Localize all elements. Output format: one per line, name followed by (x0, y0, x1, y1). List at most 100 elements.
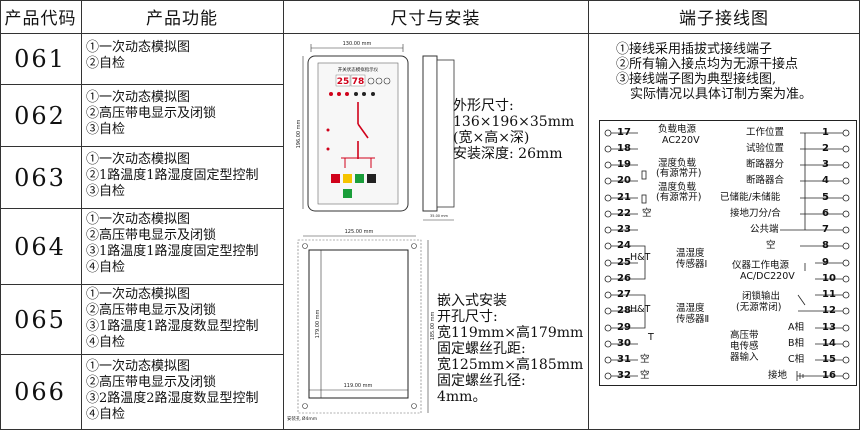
header-function: 产品功能 (81, 0, 283, 34)
function-item: ③1路温度1路湿度数显型控制 (86, 319, 259, 334)
terminal-number-25: 25 (617, 257, 631, 268)
right-terminal-markers (780, 129, 850, 380)
screw-hole (302, 243, 308, 249)
ground-icon (796, 371, 815, 381)
label-hnt: H&T (630, 252, 651, 263)
function-item: ②高压带电显示及闭锁 (86, 303, 217, 318)
humidity-load-symbol (641, 170, 647, 180)
product-functions: ①一次动态模拟图 ②1路温度1路湿度固定型控制 ③自检 (86, 152, 282, 200)
display-humidity: 78 (352, 77, 365, 87)
label-sensor1-name: 传感器Ⅰ (676, 259, 708, 270)
terminal-number-14: 14 (822, 338, 836, 349)
label-sensor1: 温湿度 (676, 248, 705, 259)
product-functions: ①一次动态模拟图 ②高压带电显示及闭锁 ③2路温度2路湿度数显型控制 ④自检 (86, 359, 282, 423)
function-item: ④自检 (86, 335, 126, 350)
function-item: ②自检 (86, 56, 126, 71)
product-functions: ①一次动态模拟图 ②自检 (86, 40, 282, 72)
label-breaker-closed: 断路器合 (746, 175, 785, 186)
label-earth-switch: 接地刀分/合 (730, 208, 781, 219)
product-functions: ①一次动态模拟图 ②高压带电显示及闭锁 ③1路温度1路湿度数显型控制 ④自检 (86, 287, 282, 351)
outline-line: 安装深度: 26mm (453, 146, 563, 162)
display-temperature: 25 (337, 77, 350, 87)
panel-button (367, 174, 376, 183)
dimension-drawing: 130.00 mm 196.00 mm 开关状态模拟指示仪 25 78 (287, 41, 455, 422)
terminal-number-30: 30 (617, 338, 631, 349)
label-normally-open: (有源常开) (656, 192, 702, 203)
label-acdc220: AC/DC220V (740, 271, 795, 282)
header-size: 尺寸与安装 (283, 0, 588, 34)
panel-button (343, 174, 352, 183)
panel-button (355, 174, 364, 183)
terminal-number-2: 2 (822, 143, 829, 154)
label-ac220: AC220V (662, 135, 700, 146)
side-depth-label: 35.00 mm (430, 214, 449, 218)
label-hv-sensor: 高压带 (730, 330, 759, 341)
label-empty: 空 (642, 208, 652, 219)
terminal-number-32: 32 (617, 370, 631, 381)
column-divider-3 (588, 0, 589, 430)
product-code: 064 (14, 232, 66, 261)
label-working-position: 工作位置 (746, 127, 785, 138)
label-test-position: 试验位置 (746, 143, 785, 154)
terminal-notes: ①接线采用插拔式接线端子 ②所有输入接点均为无源干接点 ③接线端子图为典型接线图… (616, 42, 854, 102)
function-item: ③1路温度1路湿度固定型控制 (86, 244, 259, 259)
function-item: ②高压带电显示及闭锁 (86, 375, 217, 390)
terminal-number-15: 15 (822, 354, 836, 365)
function-item: ③自检 (86, 122, 126, 137)
label-lockout-output: 闭锁输出 (742, 291, 781, 302)
label-hv-sensor: 器输入 (730, 352, 759, 363)
row-divider (0, 284, 283, 285)
terminal-number-31: 31 (617, 354, 631, 365)
row-divider (0, 208, 283, 209)
device-side-view (422, 55, 438, 212)
embed-install-text: 嵌入式安装 开孔尺寸: 宽119mm×高179mm 固定螺丝孔距: 宽125mm… (437, 293, 583, 405)
terminal-number-23: 23 (617, 224, 631, 235)
terminal-number-11: 11 (822, 289, 836, 300)
cutout-inner (308, 249, 409, 399)
terminal-number-10: 10 (822, 273, 836, 284)
label-temperature-load: 温度负载 (658, 182, 697, 193)
terminal-number-12: 12 (822, 305, 836, 316)
product-functions: ①一次动态模拟图 ②高压带电显示及闭锁 ③自检 (86, 90, 282, 138)
outline-line: 外形尺寸: (453, 98, 514, 114)
front-width-label: 130.00 mm (343, 41, 372, 47)
function-item: ②高压带电显示及闭锁 (86, 106, 217, 121)
embed-line: 宽119mm×高179mm (437, 325, 584, 341)
lockout-contact (797, 294, 806, 306)
indicator-icon (383, 77, 391, 85)
function-item: ③自检 (86, 184, 126, 199)
label-energy-storage: 已储能/未储能 (720, 192, 781, 203)
front-height-label: 196.00 mm (296, 119, 302, 148)
terminal-number-6: 6 (822, 208, 829, 219)
panel-button (331, 174, 340, 183)
hole-label: 安装孔 Ø4mm (287, 415, 317, 422)
screw-hole (411, 243, 417, 249)
function-item: ②高压带电显示及闭锁 (86, 228, 217, 243)
indicator-icon (375, 77, 383, 85)
terminal-number-9: 9 (822, 257, 829, 268)
cutout-outer-height-label: 185.00 mm (430, 311, 436, 340)
function-item: ②1路温度1路湿度固定型控制 (86, 168, 259, 183)
screw-hole (411, 403, 417, 409)
embed-line: 固定螺丝孔径: (437, 373, 526, 389)
terminal-number-8: 8 (822, 240, 829, 251)
label-empty: 空 (640, 354, 650, 365)
product-code: 063 (14, 163, 66, 192)
label-t: T (648, 332, 654, 343)
screw-hole (302, 403, 308, 409)
row-divider (0, 84, 283, 85)
temperature-load-symbol (641, 194, 647, 204)
outline-size-text: 外形尺寸: 136×196×35mm (宽×高×深) 安装深度: 26mm (453, 98, 574, 162)
sensor1-box (638, 245, 646, 280)
terminal-number-4: 4 (822, 175, 829, 186)
cutout-inner-width-label: 119.00 mm (344, 383, 373, 389)
label-phase-a: A相 (788, 322, 804, 333)
terminal-number-21: 21 (617, 192, 631, 203)
embed-line: 宽125mm×高185mm (437, 357, 584, 373)
function-item: ③2路温度2路湿度数显型控制 (86, 391, 259, 406)
product-code: 062 (14, 101, 66, 130)
terminal-number-7: 7 (822, 224, 829, 235)
indicator-icon (367, 77, 375, 85)
label-hv-sensor: 电传感 (730, 341, 759, 352)
column-divider-2 (283, 0, 284, 430)
